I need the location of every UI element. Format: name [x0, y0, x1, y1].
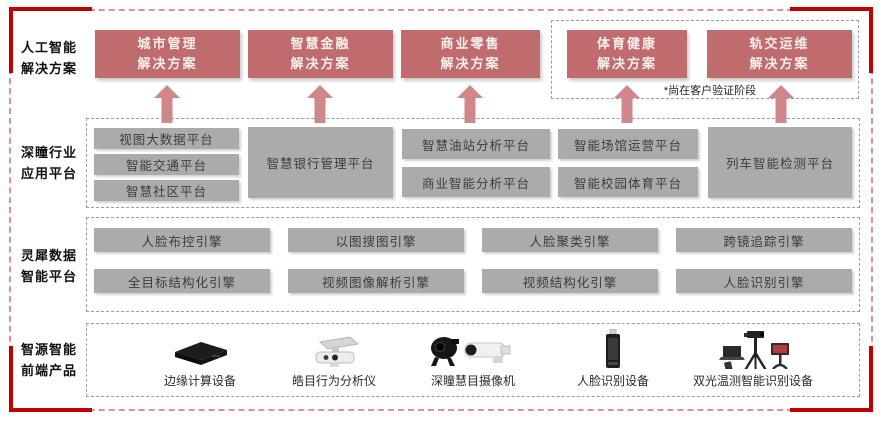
platform-box-smart-traffic: 智能交通平台 [94, 154, 239, 175]
platform-box-venue-operation: 智能场馆运营平台 [558, 129, 698, 159]
platforms-group-box [86, 118, 860, 208]
product-smart-camera: 深瞳慧目摄像机 [388, 329, 558, 389]
face-recognition-kiosk-icon [606, 329, 620, 368]
row-label-line: 深瞳行业 [20, 145, 77, 160]
product-label: 皓目行为分析仪 [291, 374, 376, 388]
dual-light-thermal-device-icon [719, 331, 789, 369]
platform-box-smart-bank: 智慧银行管理平台 [248, 127, 393, 198]
row-label-line: 解决方案 [20, 61, 77, 76]
solution-box-smart-finance: 智慧金融 解决方案 [248, 30, 393, 78]
row-label-line: 灵犀数据 [20, 248, 77, 263]
platform-box-train-inspection: 列车智能检测平台 [708, 127, 852, 198]
solution-box-line: 解决方案 [290, 56, 351, 71]
solution-box-retail: 商业零售 解决方案 [401, 30, 540, 78]
behavior-analyzer-icon [315, 336, 360, 367]
verification-note: *尚在客户验证阶段 [663, 85, 757, 97]
up-arrow-icon [307, 85, 333, 123]
solution-box-line: 城市管理 [137, 36, 198, 51]
solution-box-line: 智慧金融 [290, 36, 351, 51]
engine-box-face-clustering: 人脸聚类引擎 [482, 228, 658, 252]
row-label-industry-platforms: 深瞳行业 应用平台 [12, 142, 86, 184]
row-label-line: 应用平台 [20, 166, 77, 181]
product-label: 双光温测智能识别设备 [692, 374, 813, 388]
engine-box-full-target-structuring: 全目标结构化引擎 [94, 269, 270, 293]
platform-box-business-intelligence: 商业智能分析平台 [402, 167, 550, 197]
engine-box-face-recognition: 人脸识别引擎 [676, 269, 852, 293]
solution-box-sports-health: 体育健康 解决方案 [567, 30, 687, 78]
row-label-line: 智能平台 [20, 269, 77, 284]
platform-box-video-bigdata: 视图大数据平台 [94, 128, 239, 149]
product-dual-light-thermal-device: 双光温测智能识别设备 [668, 329, 838, 389]
engine-box-face-surveillance: 人脸布控引擎 [94, 228, 270, 252]
engine-box-image-search: 以图搜图引擎 [288, 228, 464, 252]
product-label: 深瞳慧目摄像机 [430, 374, 515, 388]
platform-box-campus-sports: 智能校园体育平台 [558, 167, 698, 197]
solution-box-line: 轨交运维 [749, 36, 810, 51]
solution-box-line: 解决方案 [137, 56, 198, 71]
solution-box-rail-transit: 轨交运维 解决方案 [707, 30, 852, 78]
solution-box-line: 解决方案 [749, 56, 810, 71]
solution-box-city-management: 城市管理 解决方案 [95, 30, 240, 78]
product-behavior-analyzer: 皓目行为分析仪 [249, 329, 419, 389]
solution-box-line: 解决方案 [440, 56, 501, 71]
products-group-box [86, 323, 860, 397]
solution-box-line: 解决方案 [596, 56, 657, 71]
row-label-frontend-products: 智源智能 前端产品 [12, 339, 86, 381]
platform-box-smart-community: 智慧社区平台 [94, 180, 239, 201]
row-label-line: 人工智能 [20, 40, 77, 55]
solution-box-line: 体育健康 [596, 36, 657, 51]
row-label-line: 前端产品 [20, 363, 77, 378]
engine-box-cross-camera-tracking: 跨镜追踪引擎 [676, 228, 852, 252]
row-label-ai-solutions: 人工智能 解决方案 [12, 37, 86, 79]
up-arrow-icon [614, 85, 640, 123]
product-label: 人脸识别设备 [576, 374, 649, 388]
solution-box-line: 商业零售 [440, 36, 501, 51]
edge-computing-device-icon [175, 342, 227, 365]
verification-stage-group-box [551, 20, 859, 99]
product-face-recognition-device: 人脸识别设备 [528, 329, 698, 389]
product-label: 边缘计算设备 [163, 374, 236, 388]
up-arrow-icon [154, 85, 180, 123]
platform-box-oil-station: 智慧油站分析平台 [402, 129, 550, 159]
up-arrow-icon [768, 85, 794, 123]
engines-group-box [86, 217, 860, 312]
engine-box-video-image-parsing: 视频图像解析引擎 [288, 269, 464, 293]
smart-camera-icon [431, 337, 511, 366]
engine-box-video-structuring: 视频结构化引擎 [482, 269, 658, 293]
up-arrow-icon [457, 85, 483, 123]
row-label-data-intelligence: 灵犀数据 智能平台 [12, 245, 86, 287]
row-label-line: 智源智能 [20, 342, 77, 357]
product-edge-computing-device: 边缘计算设备 [115, 329, 285, 389]
